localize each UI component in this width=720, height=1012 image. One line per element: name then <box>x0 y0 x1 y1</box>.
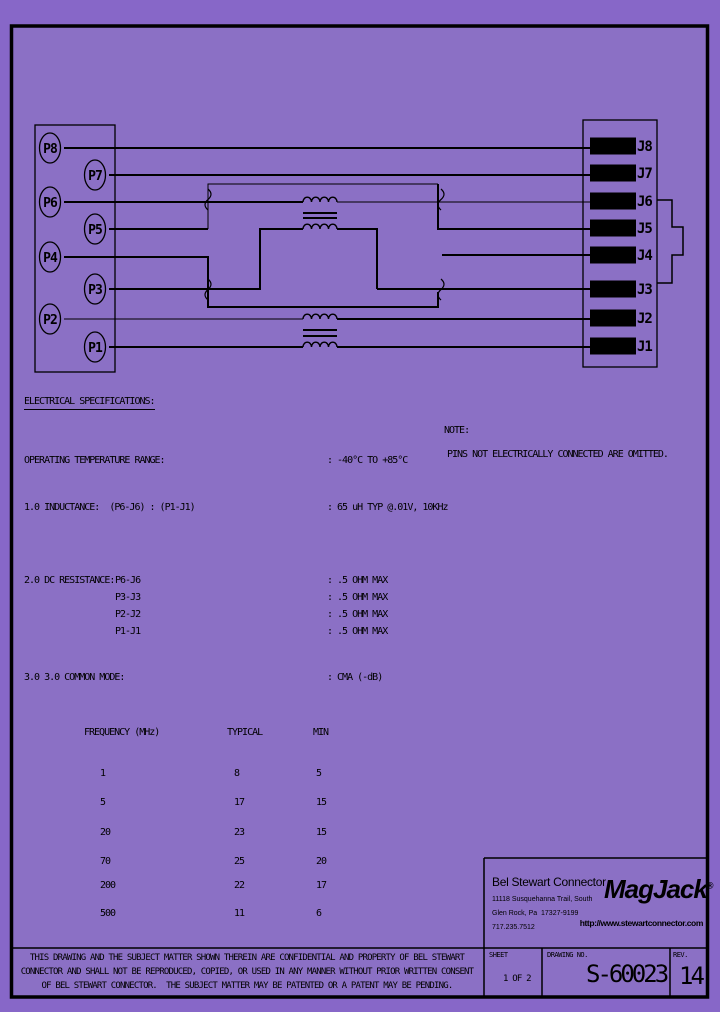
pin-label-j7: J7 <box>637 166 653 182</box>
pin-label-p7: P7 <box>88 169 103 184</box>
dc-pair: P6-J6 <box>115 575 141 586</box>
table-cell-min: 20 <box>316 856 327 867</box>
t1-winding-p6j6 <box>302 196 338 203</box>
pin-label-j1: J1 <box>637 339 653 355</box>
pin-label-j6: J6 <box>637 194 653 210</box>
t1-winding-p3j3 <box>302 223 338 230</box>
table-cell-freq: 70 <box>100 856 111 867</box>
op-temp-value: : -40°C TO +85°C <box>327 455 408 466</box>
note-label: NOTE: <box>444 425 470 436</box>
common-mode-value: : CMA (-dB) <box>327 672 383 683</box>
drawing-no-value: S-60023 <box>586 960 669 988</box>
twist-symbols <box>204 188 445 301</box>
pin-label-j8: J8 <box>637 139 653 155</box>
rev-label: REV. <box>673 951 688 959</box>
title-block-lines <box>11 857 707 997</box>
pin-label-p4: P4 <box>43 251 58 266</box>
table-cell-typical: 22 <box>234 880 245 891</box>
dc-value: : .5 OHM MAX <box>327 592 388 603</box>
registered-mark: ® <box>706 880 714 891</box>
table-cell-typical: 23 <box>234 827 245 838</box>
dc-pair: P3-J3 <box>115 592 141 603</box>
pin-label-p6: P6 <box>43 196 58 211</box>
note-text: PINS NOT ELECTRICALLY CONNECTED ARE OMIT… <box>447 449 669 460</box>
dc-value: : .5 OHM MAX <box>327 609 388 620</box>
inductance-label: 1.0 INDUCTANCE: (P6-J6) : (P1-J1) <box>24 502 196 513</box>
table-cell-freq: 200 <box>100 880 116 891</box>
dc-value: : .5 OHM MAX <box>327 575 388 586</box>
pin-label-p3: P3 <box>88 283 103 298</box>
confidential-line-2: CONNECTOR AND SHALL NOT BE REPRODUCED, C… <box>20 967 474 977</box>
pin-label-p1: P1 <box>88 341 103 356</box>
confidential-line-3: OF BEL STEWART CONNECTOR. THE SUBJECT MA… <box>41 981 453 991</box>
dc-value: : .5 OHM MAX <box>327 626 388 637</box>
pin-label-j5: J5 <box>637 221 653 237</box>
pin-label-j3: J3 <box>637 282 653 298</box>
table-cell-freq: 500 <box>100 908 116 919</box>
company-name: Bel Stewart Connector <box>492 875 606 889</box>
p-pin-circles <box>38 132 107 363</box>
t2-winding-p2j2 <box>302 313 338 320</box>
pin-label-p8: P8 <box>43 142 58 157</box>
op-temp-label: OPERATING TEMPERATURE RANGE: <box>24 455 166 466</box>
inductance-value: : 65 uH TYP @.01V, 10KHz <box>327 502 448 513</box>
wires-thin <box>64 183 590 320</box>
table-cell-typical: 25 <box>234 856 245 867</box>
table-cell-min: 15 <box>316 827 327 838</box>
pin-label-p2: P2 <box>43 313 58 328</box>
pin-label-j2: J2 <box>637 311 653 327</box>
drawing-no-label: DRAWING NO. <box>547 951 588 959</box>
connector-diagram <box>34 119 684 373</box>
table-cell-freq: 20 <box>100 827 111 838</box>
table-cell-min: 5 <box>316 768 322 779</box>
transformer-windings <box>302 196 338 348</box>
table-cell-freq: 5 <box>100 797 106 808</box>
sheet-value: 1 OF 2 <box>503 974 532 984</box>
pin-label-p5: P5 <box>88 223 103 238</box>
table-cell-typical: 8 <box>234 768 240 779</box>
confidential-line-1: THIS DRAWING AND THE SUBJECT MATTER SHOW… <box>29 953 465 963</box>
dc-resistance-label: 2.0 DC RESISTANCE: <box>24 575 115 586</box>
company-phone: 717.235.7512 <box>492 924 535 931</box>
common-mode-label: 3.0 3.0 COMMON MODE: <box>24 672 125 683</box>
table-cell-typical: 11 <box>234 908 245 919</box>
rev-value: 14 <box>679 962 705 990</box>
table-cell-min: 17 <box>316 880 327 891</box>
j-pin-pads <box>590 137 636 355</box>
magjack-logo-text: MagJack <box>604 874 708 904</box>
dc-pair: P2-J2 <box>115 609 141 620</box>
dc-pair: P1-J1 <box>115 626 141 637</box>
company-website: http://www.stewartconnector.com <box>579 918 704 928</box>
jack-latch-profile <box>657 199 684 284</box>
table-cell-freq: 1 <box>100 768 106 779</box>
table-header-typical: TYPICAL <box>227 727 263 738</box>
table-cell-typical: 17 <box>234 797 245 808</box>
sheet-background <box>13 28 707 996</box>
sheet-label: SHEET <box>489 951 508 959</box>
company-address-2: Glen Rock, Pa 17327-9199 <box>492 910 579 917</box>
company-address-1: 11118 Susquehanna Trail, South <box>492 896 593 903</box>
jack-box <box>582 119 658 368</box>
magjack-logo: MagJack® <box>604 874 714 905</box>
table-header-min: MIN <box>313 727 329 738</box>
specs-heading: ELECTRICAL SPECIFICATIONS: <box>24 396 156 410</box>
table-header-frequency: FREQUENCY (MHz) <box>84 727 160 738</box>
pin-label-j4: J4 <box>637 248 653 264</box>
table-cell-min: 6 <box>316 908 322 919</box>
t2-winding-p1j1 <box>302 341 338 348</box>
table-cell-min: 15 <box>316 797 327 808</box>
drawing-frame <box>9 24 710 999</box>
wires-thick <box>64 147 590 348</box>
plug-box <box>34 124 116 373</box>
